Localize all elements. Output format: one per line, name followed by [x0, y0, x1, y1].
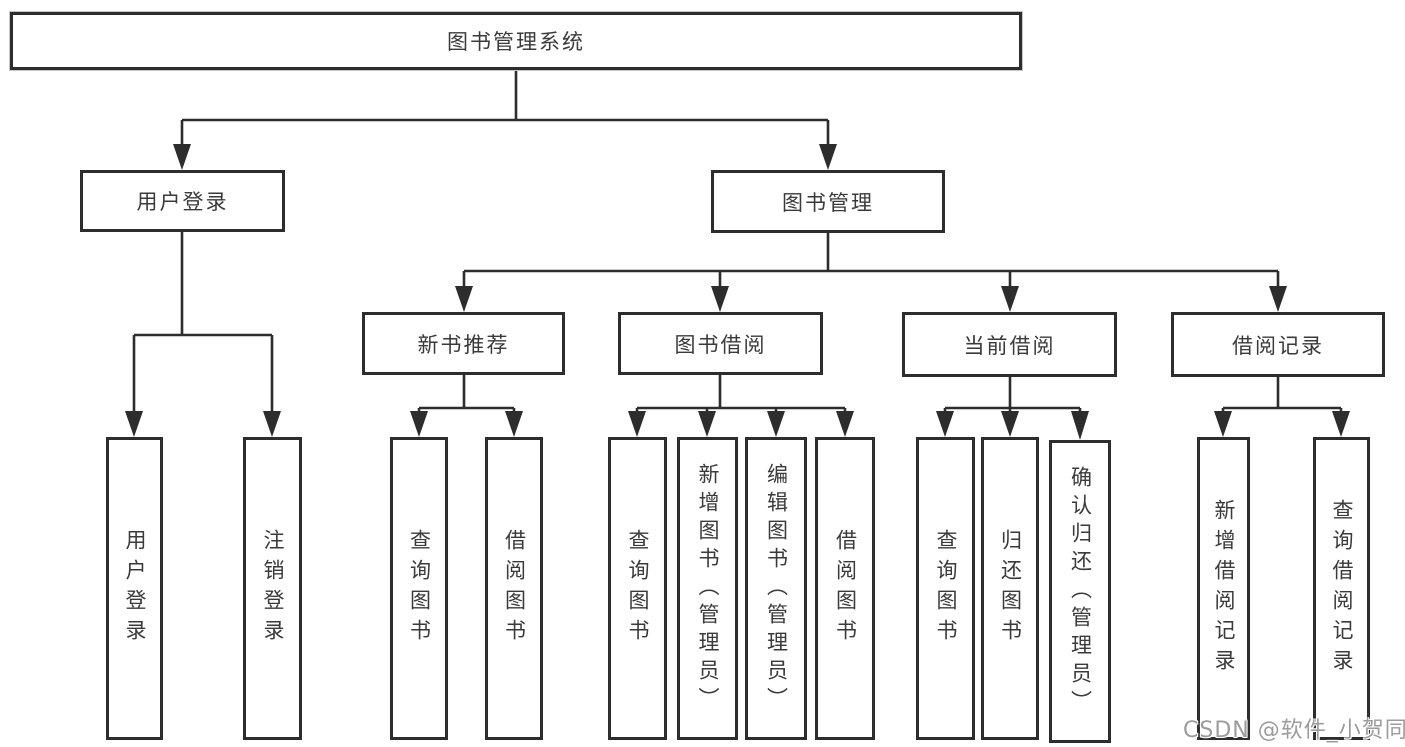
leaf-label: 借阅图书 [502, 528, 527, 649]
leaf-borrow-edit-admin: 编辑图书（管理员） [745, 437, 807, 740]
leaf-record-add: 新增借阅记录 [1197, 437, 1250, 740]
leaf-label: 借阅图书 [833, 528, 858, 649]
leaf-label: 编辑图书（管理员） [764, 462, 789, 715]
node-root-system: 图书管理系统 [10, 12, 1022, 70]
leaf-label: 归还图书 [998, 528, 1023, 649]
leaf-label: 确认归还（管理员） [1068, 465, 1093, 718]
leaf-label: 查询借阅记录 [1330, 498, 1354, 679]
node-current-borrow: 当前借阅 [902, 312, 1117, 377]
connector-paths [132, 70, 1343, 414]
node-borrow-record: 借阅记录 [1171, 312, 1385, 377]
node-label: 新书推荐 [417, 332, 510, 357]
connector-arrowheads [125, 144, 1350, 440]
leaf-label: 用户登录 [123, 528, 147, 649]
node-label: 用户登录 [136, 190, 229, 214]
node-label: 图书管理 [782, 190, 874, 215]
node-new-book-recommend: 新书推荐 [362, 312, 565, 375]
leaf-borrow-query: 查询图书 [608, 437, 667, 740]
leaf-label: 注销登录 [261, 528, 285, 649]
leaf-current-query: 查询图书 [916, 437, 975, 740]
node-label: 借阅记录 [1232, 333, 1324, 358]
leaf-label: 查询图书 [626, 528, 650, 649]
node-user-login: 用户登录 [80, 170, 285, 232]
node-book-management: 图书管理 [711, 170, 945, 233]
node-label: 当前借阅 [963, 333, 1056, 358]
csdn-watermark: CSDN @软件_小贺同学 [1183, 718, 1405, 743]
leaf-newbook-borrow: 借阅图书 [485, 437, 543, 740]
leaf-newbook-query: 查询图书 [390, 437, 448, 740]
leaf-label: 查询图书 [934, 528, 958, 649]
leaf-user-login: 用户登录 [106, 437, 163, 740]
leaf-borrow-add-admin: 新增图书（管理员） [677, 437, 738, 740]
leaf-current-confirm-admin: 确认归还（管理员） [1049, 440, 1111, 743]
node-label: 图书管理系统 [447, 30, 585, 54]
leaf-record-query: 查询借阅记录 [1313, 437, 1370, 740]
leaf-label: 新增图书（管理员） [696, 462, 720, 715]
leaf-logout-login: 注销登录 [243, 437, 302, 740]
leaf-label: 查询图书 [407, 528, 432, 649]
leaf-label: 新增借阅记录 [1212, 498, 1236, 679]
node-book-borrow: 图书借阅 [618, 312, 823, 375]
node-label: 图书借阅 [674, 332, 767, 357]
leaf-borrow-borrow: 借阅图书 [815, 437, 875, 740]
leaf-current-return: 归还图书 [981, 437, 1039, 740]
